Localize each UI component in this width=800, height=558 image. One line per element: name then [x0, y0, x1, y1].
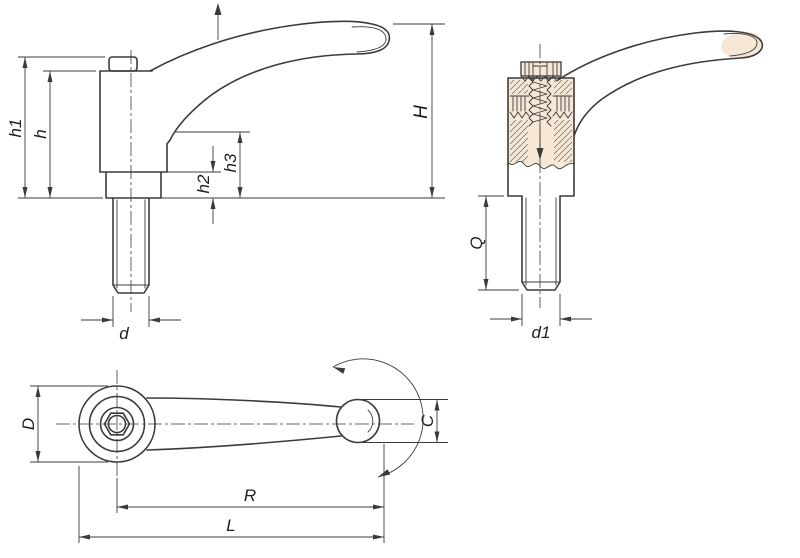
side-view-dim-lines [18, 23, 445, 327]
dim-label-d1: d1 [532, 323, 551, 342]
section-part-outline [507, 30, 764, 291]
plan-handle-edges [146, 397, 342, 451]
hatch-area [554, 80, 572, 94]
dim-label-D: D [19, 418, 38, 430]
dim-label-R: R [244, 486, 256, 505]
dim-label-h2: h2 [194, 174, 213, 193]
dim-label-C: C [418, 414, 437, 427]
dim-label-h1: h1 [6, 119, 25, 138]
hatch-area [510, 120, 528, 162]
thread-bore-and-spring [528, 77, 552, 127]
side-view-dimensions: h1 h h2 h3 H d [6, 23, 445, 343]
side-view: h1 h h2 h3 H d [6, 3, 445, 343]
grip-tip-fill [721, 31, 763, 59]
section-detail-lines [521, 33, 758, 286]
section-dim-lines [478, 195, 592, 326]
plan-dim-lines [30, 385, 448, 543]
dim-label-L: L [226, 516, 235, 535]
rotation-arrow-head-top [333, 367, 346, 374]
section-dim-arrows [483, 196, 571, 322]
plan-view: D C R L [19, 358, 448, 543]
up-arrow [214, 3, 222, 40]
plan-centerlines [56, 370, 414, 480]
rotation-arrow [332, 358, 424, 478]
lever-body-outline [99, 20, 391, 294]
rotation-arc [332, 358, 424, 478]
dim-label-h3: h3 [221, 153, 240, 172]
section-dimensions: Q d1 [467, 195, 592, 342]
hatch-area [554, 120, 572, 162]
knob-inner-arc [367, 409, 374, 433]
ratchet-teeth [520, 62, 562, 82]
side-view-part-outline [99, 20, 391, 294]
plan-dimensions: D C R L [19, 385, 448, 543]
hatch-area [510, 80, 528, 94]
dim-label-h: h [31, 129, 50, 138]
knurl-band [509, 95, 573, 119]
up-arrow-head [214, 3, 222, 15]
ratchet-ring [520, 61, 562, 77]
plan-dim-arrows [35, 386, 440, 540]
section-view: Q d1 [467, 30, 764, 342]
knob-circle [335, 398, 381, 444]
rotation-arrow-head-bottom [378, 469, 391, 477]
dim-label-Q: Q [467, 236, 486, 249]
dim-label-H: H [411, 105, 432, 119]
dim-label-d: d [119, 324, 129, 343]
cap-outline [108, 56, 138, 72]
lever-detail-lines [112, 26, 387, 289]
